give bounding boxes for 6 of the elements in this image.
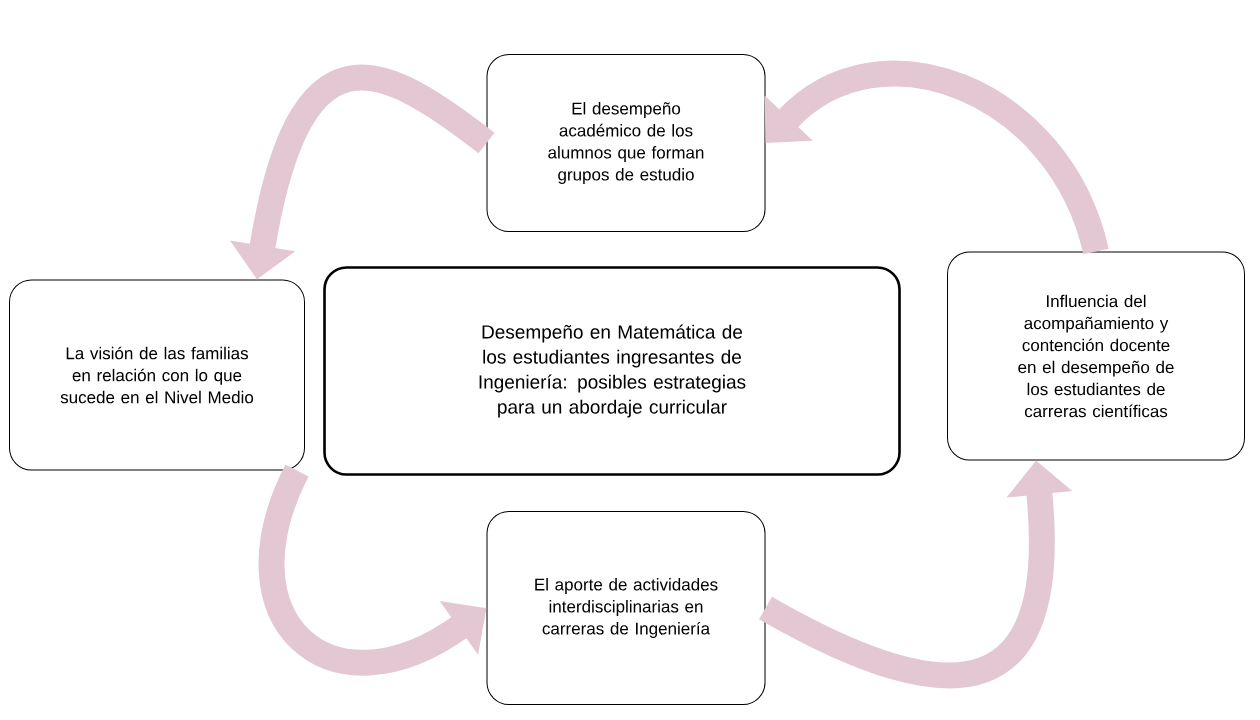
curved-arrow [764, 60, 1109, 256]
topic-box: El aporte de actividades interdisciplinarias en carreras de Ingeniería [486, 511, 766, 705]
topic-box: Influencia del acompañamiento y contención docente en el desempeño de los estudiantes de carreras científicas [947, 251, 1245, 461]
topic-box: El desempeño académico de los alumnos que forman grupos de estudio [486, 54, 766, 232]
topic-box: La visión de las familias en relación con lo que sucede en el Nivel Medio [9, 279, 305, 471]
title-box: Desempeño en Matemática de los estudiantes ingresantes de Ingeniería: posibles estrategias para un abordaje curricular [323, 266, 901, 476]
